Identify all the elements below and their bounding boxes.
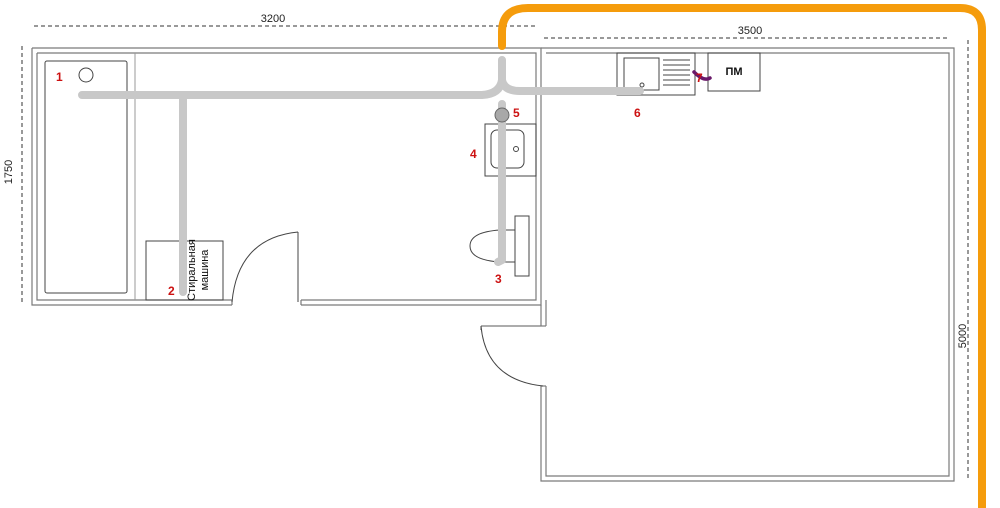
dimension-label-top-right: 3500: [738, 25, 762, 37]
pipe-junction-icon: [494, 107, 510, 123]
pipe-main: [78, 56, 506, 99]
dimension-label-top-left: 3200: [261, 13, 285, 25]
marker-2: 2: [168, 284, 175, 298]
marker-6: 6: [634, 106, 641, 120]
marker-1: 1: [56, 70, 63, 84]
pipe-kitchen: [498, 76, 644, 95]
pipe-toilet: [494, 100, 506, 266]
door-kitchen: [480, 325, 544, 387]
bathtub-drain-icon: [78, 67, 94, 83]
riser-pipe: [498, 4, 986, 508]
marker-3: 3: [495, 272, 502, 286]
walls: [31, 47, 955, 482]
marker-5: 5: [513, 106, 520, 120]
marker-7: 7: [696, 71, 703, 85]
dishwasher-label: ПМ: [725, 66, 742, 78]
bathtub: [44, 53, 136, 300]
drain-hose: [692, 70, 712, 81]
dimension-label-right: 5000: [957, 324, 969, 348]
wall-bathroom-outer: [32, 47, 542, 306]
washbasin: [484, 123, 537, 177]
washing-machine-label-2: машина: [199, 249, 211, 291]
door-bathroom: [231, 231, 299, 303]
drain-pipes: [78, 56, 644, 296]
marker-4: 4: [470, 147, 477, 161]
dishwasher: [707, 52, 761, 92]
washing-machine-label-1: Стиральная: [186, 239, 198, 301]
wall-bathroom-inner: [37, 52, 537, 301]
wall-bathroom-outer-left: [31, 48, 232, 306]
dimension-label-left: 1750: [3, 160, 15, 184]
toilet: [469, 215, 530, 277]
wall-kitchen-inner: [545, 52, 950, 477]
dimension-lines: [21, 25, 969, 480]
wall-kitchen-outer: [540, 47, 955, 482]
